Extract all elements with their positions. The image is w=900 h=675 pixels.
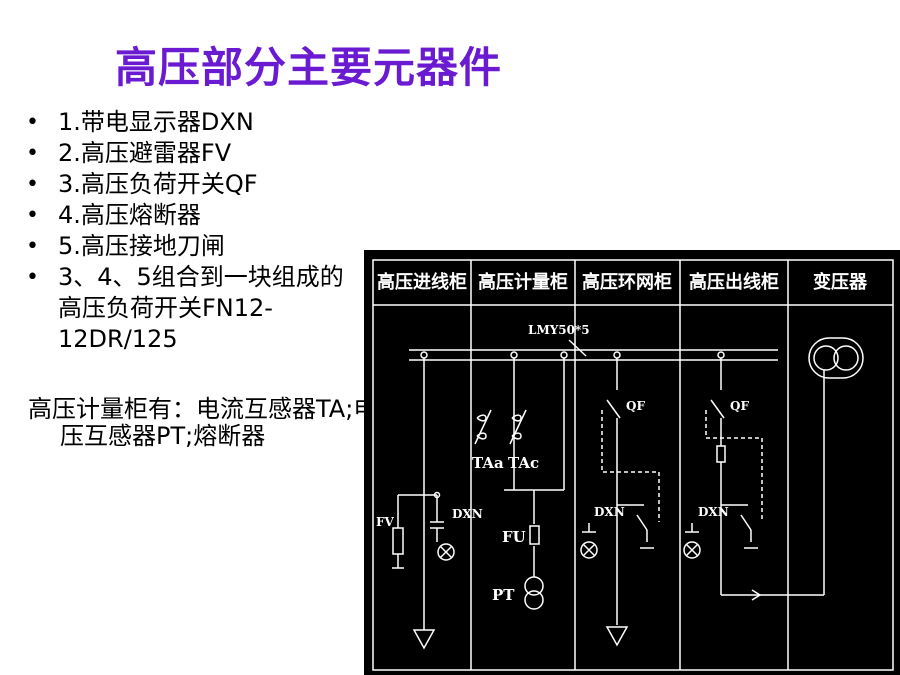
earth-switch [636, 514, 648, 531]
slide-title: 高压部分主要元器件 [115, 43, 503, 92]
dxn-indicator [439, 545, 453, 559]
busbar-node [613, 351, 621, 359]
bullet-item: 3.高压负荷开关QF [22, 169, 362, 200]
mechanical-interlock [601, 410, 660, 522]
dxn-indicator [437, 543, 455, 561]
ct-tac [509, 409, 527, 445]
bullet-item: 3、4、5组合到一块组成的高压负荷开关FN12-12DR/125 [22, 262, 362, 355]
header-metering-cabinet: 高压计量柜 [478, 271, 568, 293]
pt-transformer [524, 576, 544, 596]
dxn-label: DXN [452, 507, 483, 521]
qf-label: QF [626, 399, 645, 413]
mechanical-interlock [705, 410, 763, 522]
busbar-node [717, 351, 725, 359]
busbar-node [510, 351, 518, 359]
ring-ground [605, 626, 629, 647]
transformer-winding [813, 345, 839, 371]
circuit-diagram: 高压进线柜 高压计量柜 高压环网柜 高压出线柜 变压器 LMY50*5 FV D… [364, 250, 900, 675]
arrester-fv [392, 527, 404, 555]
diagram-frame [372, 259, 894, 671]
bullet-item: 5.高压接地刀闸 [22, 231, 362, 262]
busbar-node [560, 351, 568, 359]
header-ring-main-cabinet: 高压环网柜 [582, 271, 672, 293]
link-arrow [751, 589, 762, 601]
metering-cabinet-note: 高压计量柜有：电流互感器TA;电压互感器PT;熔断器 [28, 395, 378, 450]
switch-qf [606, 399, 621, 419]
fu-label: FU [502, 528, 526, 546]
bullet-item: 4.高压熔断器 [22, 200, 362, 231]
ct-taa [474, 409, 492, 445]
dxn-label: DXN [594, 505, 625, 519]
header-outgoing-cabinet: 高压出线柜 [689, 271, 779, 293]
qf-label: QF [730, 399, 749, 413]
busbar-leader [568, 339, 587, 357]
fv-label: FV [376, 515, 395, 529]
dxn-indicator [582, 543, 596, 557]
busbar-label: LMY50*5 [528, 323, 590, 337]
pt-label: PT [492, 586, 515, 604]
bullet-item: 2.高压避雷器FV [22, 138, 362, 169]
header-incoming-cabinet: 高压进线柜 [377, 271, 467, 293]
pt-transformer [524, 590, 544, 610]
dxn-indicator [685, 543, 699, 557]
bullet-list: 1.带电显示器DXN 2.高压避雷器FV 3.高压负荷开关QF 4.高压熔断器 … [22, 107, 362, 355]
bullet-item: 1.带电显示器DXN [22, 107, 362, 138]
busbar-node [420, 351, 428, 359]
taa-label: TAa [472, 454, 504, 472]
switch-qf [710, 399, 725, 419]
dxn-indicator [683, 541, 701, 559]
transformer-winding [833, 345, 859, 371]
fuse-fu [529, 525, 540, 545]
dxn-label: DXN [698, 505, 729, 519]
dxn-indicator [580, 541, 598, 559]
earth-switch [740, 514, 752, 531]
fuse [716, 445, 726, 463]
circuit-svg: 高压进线柜 高压计量柜 高压环网柜 高压出线柜 变压器 LMY50*5 FV D… [372, 259, 894, 671]
tac-label: TAc [508, 454, 539, 472]
transformer-symbol [808, 337, 864, 379]
incoming-ground [412, 629, 436, 650]
header-transformer: 变压器 [813, 271, 868, 293]
